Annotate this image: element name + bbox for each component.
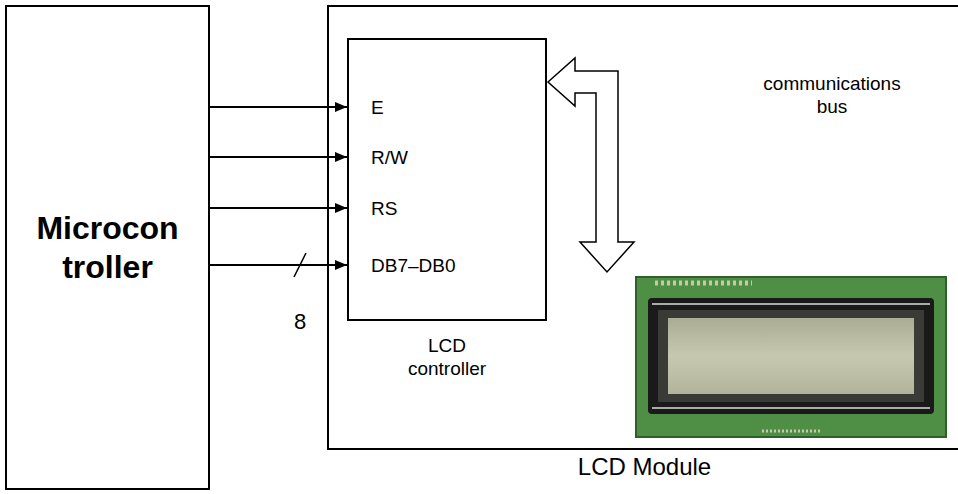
controller-label: LCD controller — [397, 335, 497, 381]
pin-name: E — [371, 97, 384, 120]
display-glass — [668, 318, 914, 394]
bezel-highlight — [652, 407, 930, 409]
display-frame — [658, 310, 924, 402]
lcd-controller-box: ER/WRSDB7–DB0LCD controller — [347, 38, 547, 321]
lcd-module-box: ER/WRSDB7–DB0LCD controllerLCD Module — [327, 5, 958, 450]
pin-name: R/W — [371, 147, 408, 170]
lcd-display-photo — [636, 277, 946, 437]
pcb-board — [636, 277, 946, 437]
bottom-pads — [762, 430, 822, 433]
display-bezel — [648, 298, 934, 414]
microcontroller-label: Microcon troller — [18, 209, 198, 286]
header-pins — [655, 281, 752, 286]
microcontroller-box: Microcon troller — [5, 5, 210, 490]
bus-width-number: 8 — [288, 309, 312, 335]
bus-label: communications bus — [752, 73, 912, 119]
bezel-highlight — [652, 303, 930, 305]
communications-bus-arrow — [548, 58, 634, 272]
module-label: LCD Module — [329, 453, 958, 482]
pin-name: DB7–DB0 — [371, 255, 456, 278]
pin-name: RS — [371, 198, 397, 221]
